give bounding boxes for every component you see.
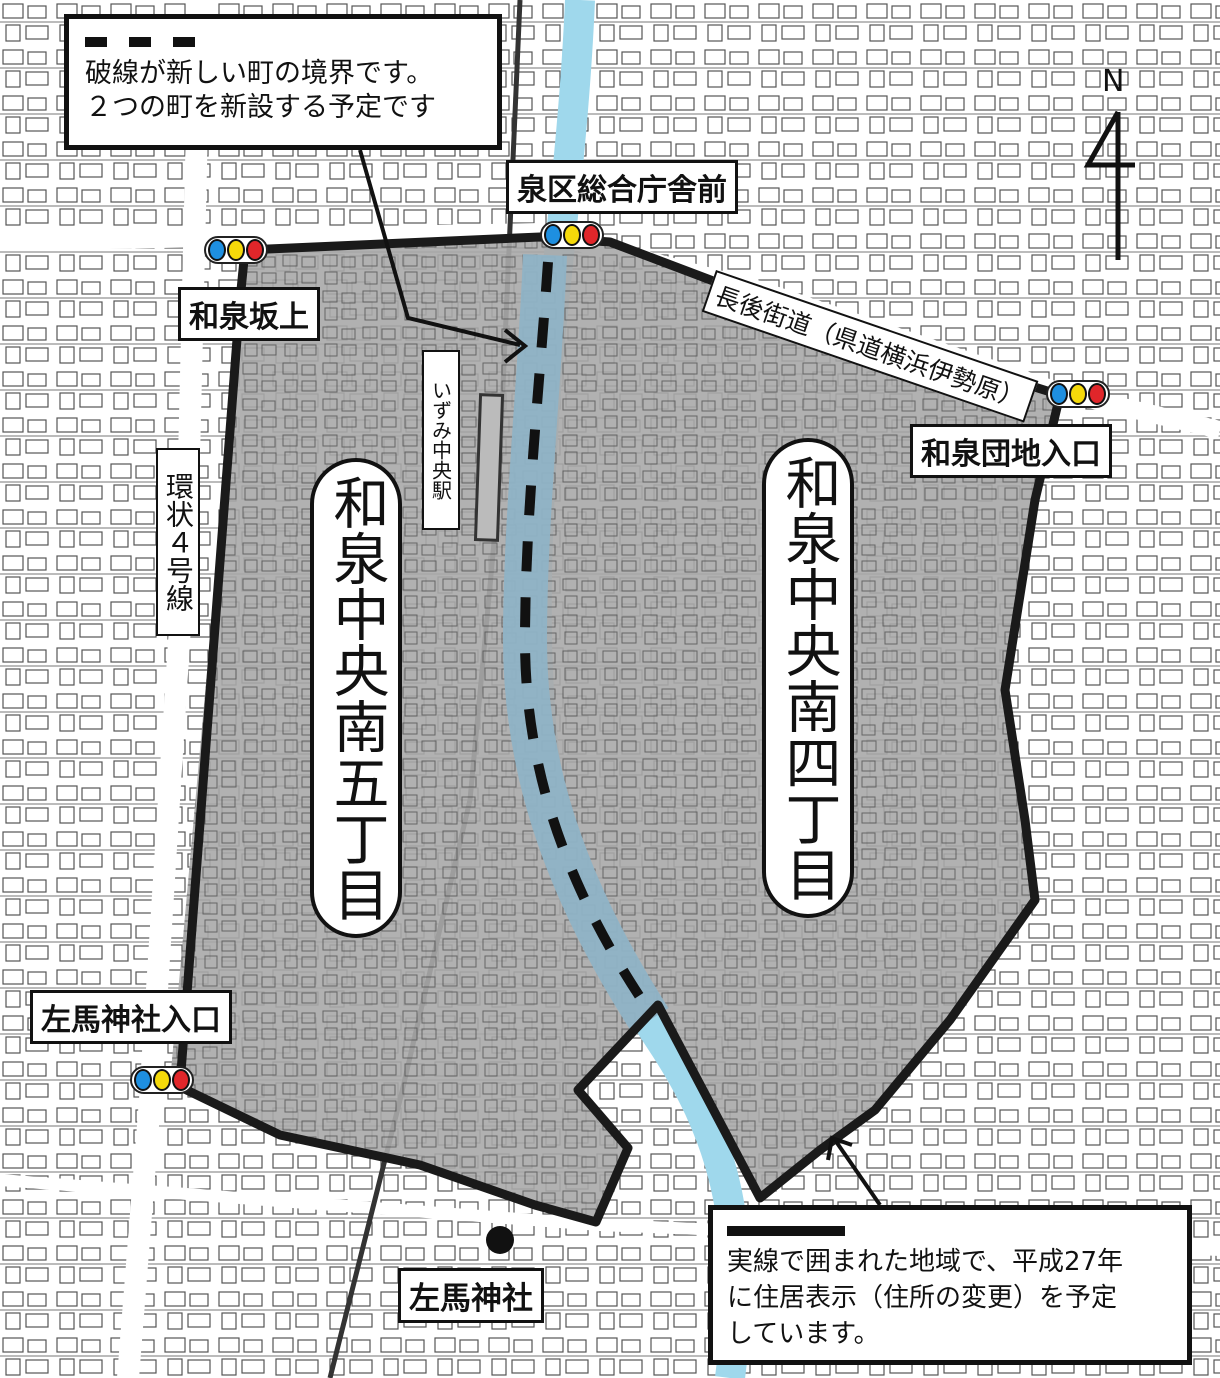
signal-yellow — [153, 1069, 171, 1091]
signal-red — [246, 239, 264, 261]
legend-dashed: 破線が新しい町の境界です。 ２つの町を新設する予定です — [64, 14, 502, 150]
traffic-signal-icon-sakaue — [204, 236, 268, 264]
signal-yellow — [1069, 383, 1087, 405]
road-kanjou4 — [117, 0, 211, 1378]
arrow-dashed-leader — [358, 149, 521, 347]
label-sama-jinja: 左馬神社 — [398, 1268, 544, 1323]
signal-blue — [134, 1069, 152, 1091]
label-sama-jinja-iriguchi: 左馬神社入口 — [30, 990, 232, 1044]
arrow-solid-head — [826, 1135, 853, 1161]
legend-dashed-line1: 破線が新しい町の境界です。 — [85, 58, 434, 89]
legend-solid-line3: しています。 — [727, 1319, 880, 1349]
dashed-boundary — [519, 261, 655, 1015]
label-izumi-chuo-station: いずみ中央駅 — [422, 350, 460, 530]
dashed-line-icon — [85, 37, 215, 47]
shrine-marker — [486, 1226, 514, 1254]
signal-blue — [208, 239, 226, 261]
signal-red — [1088, 383, 1106, 405]
traffic-signal-icon-sama-iriguchi — [130, 1066, 194, 1094]
legend-solid: 実線で囲まれた地域で、平成27年 に住居表示（住所の変更）を予定 しています。 — [708, 1205, 1192, 1365]
north-letter: N — [1102, 64, 1125, 99]
label-izumi-kuchousha-mae: 泉区総合庁舎前 — [506, 160, 738, 214]
signal-blue — [1050, 383, 1068, 405]
solid-line-icon — [727, 1226, 845, 1236]
north-arrow-icon — [1083, 110, 1135, 260]
label-district-5: 和泉中央南五丁目 — [310, 458, 402, 938]
traffic-signal-icon-danchi — [1046, 380, 1110, 408]
signal-red — [172, 1069, 190, 1091]
label-izumi-sakaue: 和泉坂上 — [178, 287, 320, 341]
legend-solid-line1: 実線で囲まれた地域で、平成27年 — [727, 1247, 1124, 1277]
signal-blue — [544, 224, 562, 246]
arrow-dashed-head — [503, 328, 529, 364]
signal-yellow — [563, 224, 581, 246]
legend-dashed-line2: ２つの町を新設する予定です — [85, 92, 436, 123]
label-kanjou4: 環状４号線 — [156, 448, 200, 636]
signal-red — [582, 224, 600, 246]
station-platform — [473, 393, 505, 542]
label-izumi-danchi-iriguchi: 和泉団地入口 — [910, 424, 1112, 478]
signal-yellow — [227, 239, 245, 261]
traffic-signal-icon-kuchousha — [540, 221, 604, 249]
legend-solid-line2: に住居表示（住所の変更）を予定 — [727, 1283, 1118, 1313]
arrow-solid-leader — [833, 1138, 882, 1207]
label-district-4: 和泉中央南四丁目 — [762, 438, 854, 918]
